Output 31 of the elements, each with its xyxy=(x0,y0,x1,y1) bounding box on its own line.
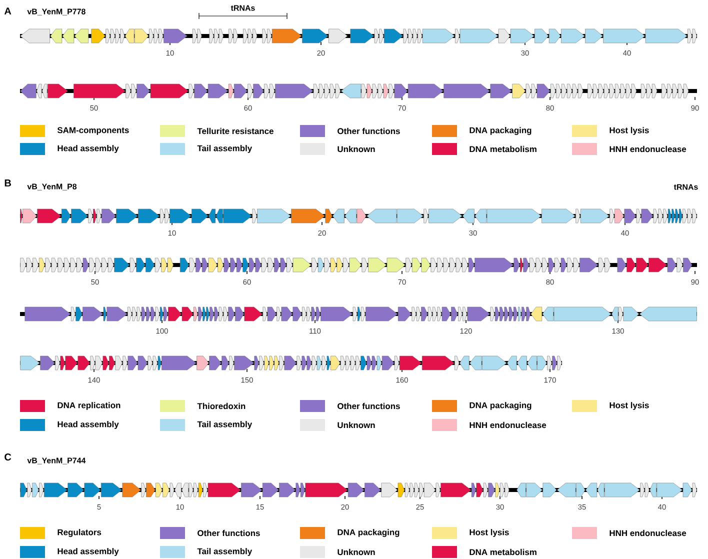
legend-label: Head assembly xyxy=(58,548,119,556)
legend-label: DNA metabolism xyxy=(470,548,536,556)
legend-label: DNA replication xyxy=(58,402,120,410)
legend-label: Other functions xyxy=(338,402,400,410)
legend-label: Host lysis xyxy=(610,127,649,135)
legend-label: Head assembly xyxy=(58,421,119,429)
legend-label: Head assembly xyxy=(58,145,119,153)
legend-label: Other functions xyxy=(198,530,260,536)
legend-label: Unknown xyxy=(338,146,375,152)
legend-label: HNH endonuclease xyxy=(470,422,546,428)
legend-label: Host lysis xyxy=(610,402,649,410)
panel-label: C xyxy=(4,453,12,461)
legend-label: HNH endonuclease xyxy=(610,146,686,152)
legend-label: Tail assembly xyxy=(197,548,252,556)
legend-label: Other functions xyxy=(338,128,400,134)
legend-label: HNH endonuclease xyxy=(610,530,686,536)
legend-label: Unknown xyxy=(338,422,375,428)
legend-label: Host lysis xyxy=(470,529,509,537)
legend-label: Regulators xyxy=(58,529,102,537)
panel-label: B xyxy=(4,180,11,186)
legend-label: Tail assembly xyxy=(197,145,252,153)
legend-label: DNA metabolism xyxy=(470,146,536,152)
legend-label: DNA packaging xyxy=(470,127,532,135)
legend-label: Tellurite resistance xyxy=(197,128,274,134)
legend-label: DNA packaging xyxy=(470,402,532,410)
legend-label: DNA packaging xyxy=(338,529,400,537)
legend-label: SAM-components xyxy=(57,127,129,135)
legend-label: Thioredoxin xyxy=(197,402,246,410)
legend-label: Unknown xyxy=(338,548,375,556)
legend-label: Tail assembly xyxy=(197,421,252,429)
panel-label: A xyxy=(4,8,12,14)
